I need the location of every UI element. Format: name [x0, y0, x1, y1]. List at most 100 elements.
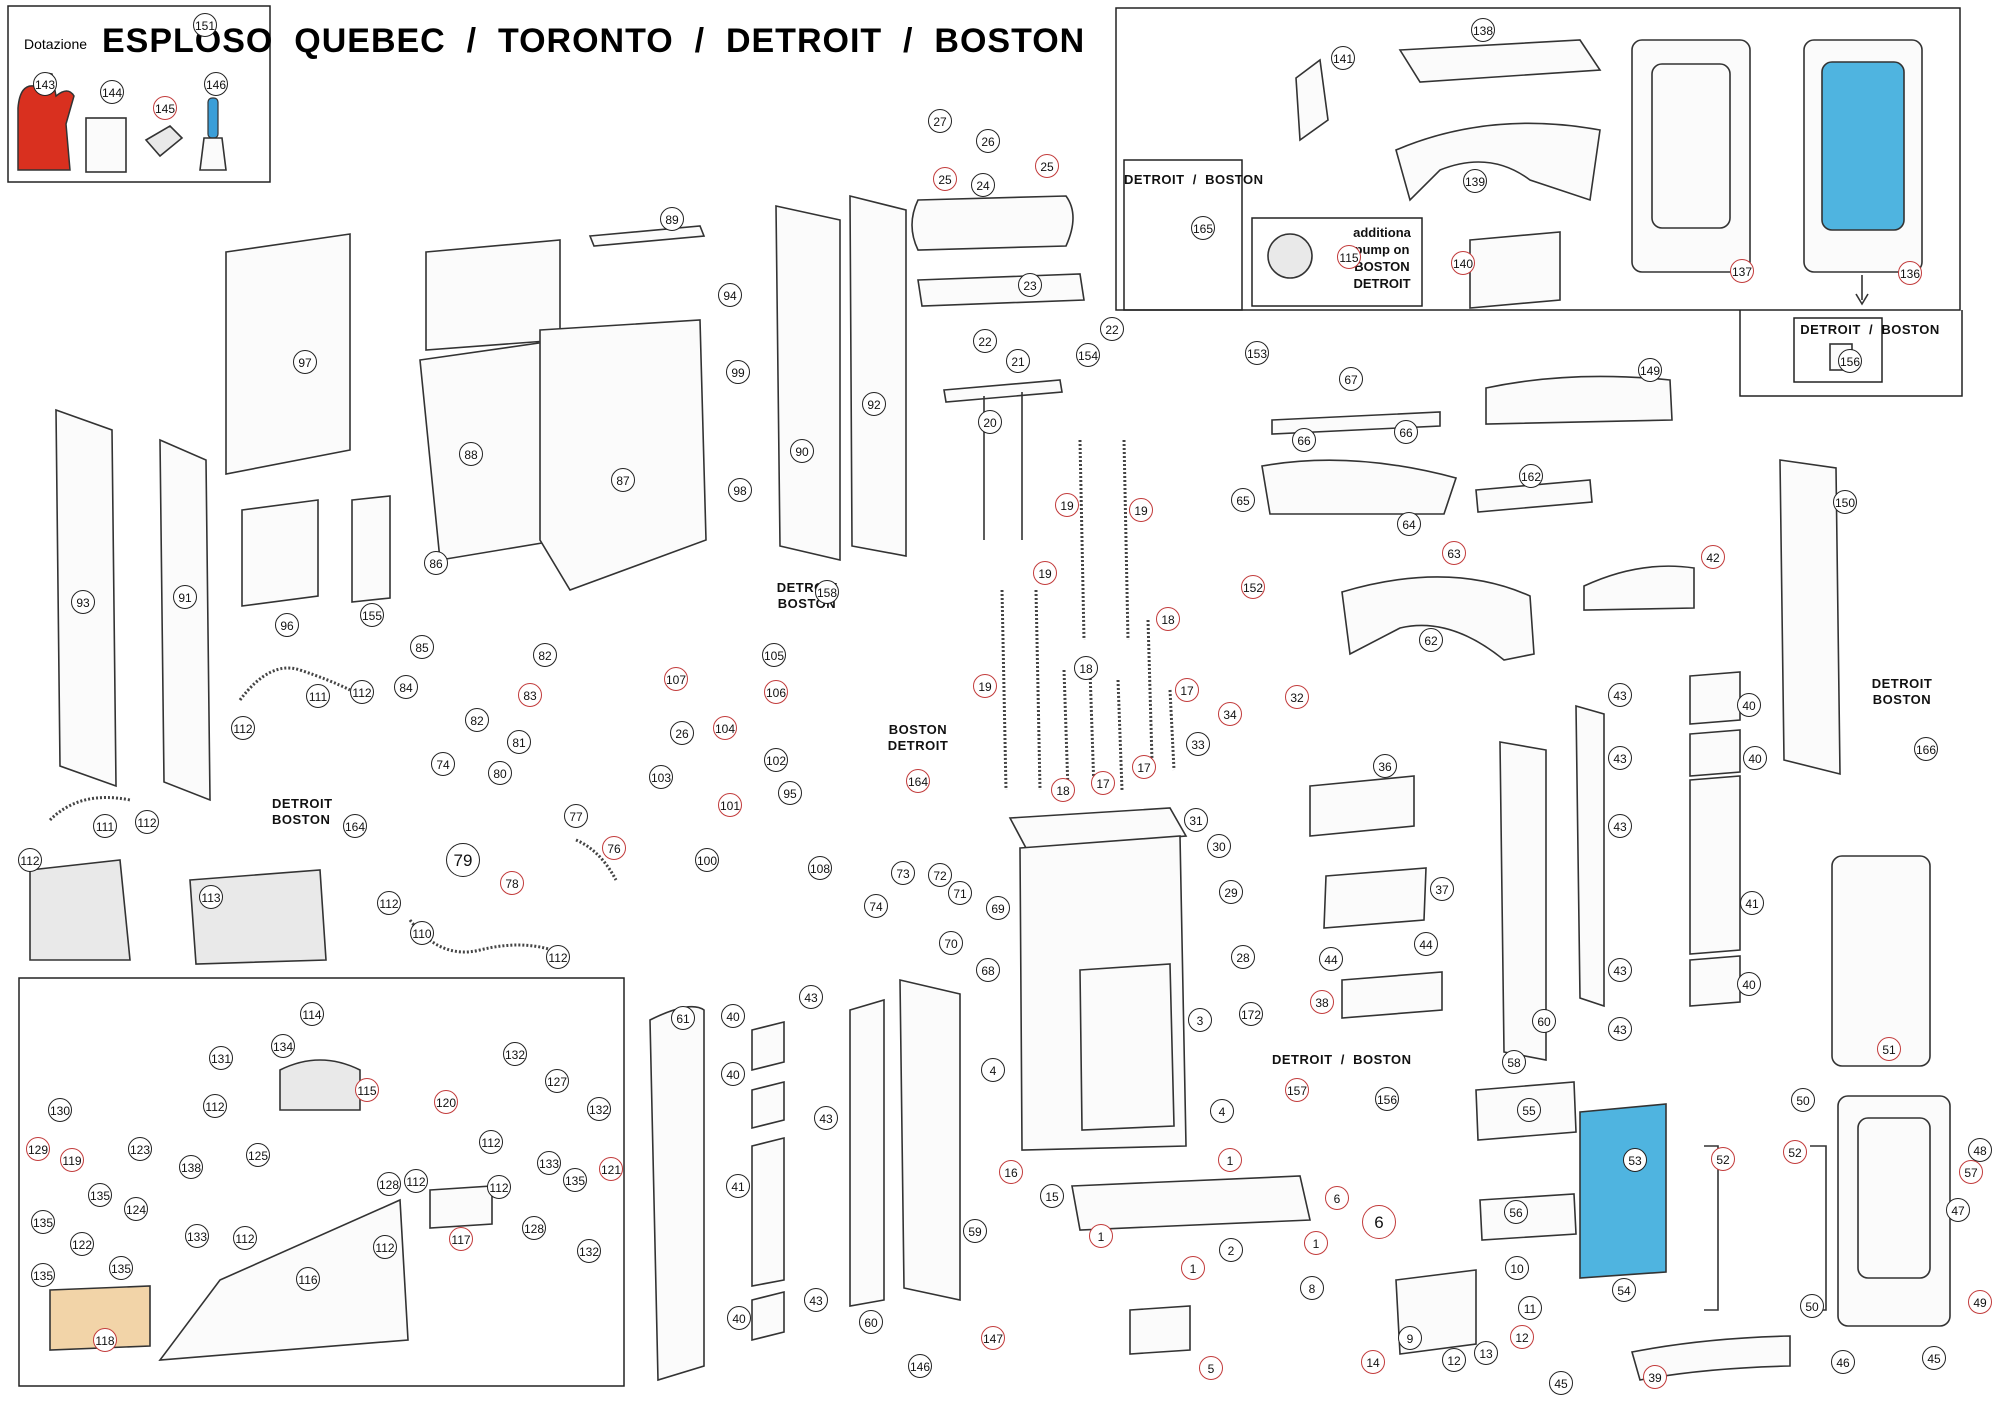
part-callout-112: 112 — [135, 810, 159, 834]
part-callout-6: 6 — [1325, 1186, 1349, 1210]
part-callout-28: 28 — [1231, 945, 1255, 969]
part-callout-146: 146 — [908, 1354, 932, 1378]
tag-detroit-boston-side: DETROIT / BOSTON — [1124, 172, 1264, 187]
part-callout-152: 152 — [1241, 575, 1265, 599]
part-callout-73: 73 — [891, 861, 915, 885]
part-callout-50: 50 — [1791, 1088, 1815, 1112]
part-callout-137: 137 — [1730, 259, 1754, 283]
part-callout-96: 96 — [275, 613, 299, 637]
scraper-handle-icon — [207, 97, 219, 139]
part-callout-16: 16 — [999, 1160, 1023, 1184]
part-callout-123: 123 — [128, 1137, 152, 1161]
part-callout-64: 64 — [1397, 512, 1421, 536]
part-callout-46: 46 — [1831, 1350, 1855, 1374]
part-callout-112: 112 — [231, 716, 255, 740]
manual-icon — [85, 117, 127, 173]
part-callout-112: 112 — [233, 1226, 257, 1250]
part-callout-40: 40 — [1737, 972, 1761, 996]
part-callout-105: 105 — [762, 643, 786, 667]
grille-89 — [588, 225, 706, 247]
part-callout-62: 62 — [1419, 628, 1443, 652]
part-callout-18: 18 — [1051, 778, 1075, 802]
part-callout-50: 50 — [1800, 1294, 1824, 1318]
part-callout-18: 18 — [1156, 607, 1180, 631]
part-callout-52: 52 — [1783, 1140, 1807, 1164]
part-callout-130: 130 — [48, 1098, 72, 1122]
part-callout-66: 66 — [1394, 420, 1418, 444]
pump-note: additiona pump on BOSTON DETROIT — [1353, 225, 1411, 291]
part-callout-40: 40 — [721, 1004, 745, 1028]
tag-detroit-boston-166: DETROIT BOSTON — [1871, 676, 1933, 707]
part-callout-38: 38 — [1310, 990, 1334, 1014]
part-callout-43: 43 — [804, 1288, 828, 1312]
part-callout-156: 156 — [1838, 349, 1862, 373]
part-callout-135: 135 — [88, 1183, 112, 1207]
part-callout-112: 112 — [350, 680, 374, 704]
part-callout-60: 60 — [1532, 1009, 1556, 1033]
page-title: ESPLOSO QUEBEC / TORONTO / DETROIT / BOS… — [102, 22, 1086, 60]
part-callout-114: 114 — [300, 1002, 324, 1026]
part-callout-71: 71 — [948, 881, 972, 905]
tag-detroit-boston-164: DETROIT BOSTON — [272, 796, 333, 827]
part-callout-112: 112 — [18, 848, 42, 872]
part-callout-69: 69 — [986, 896, 1010, 920]
part-callout-117: 117 — [449, 1227, 473, 1251]
top-cover-24 — [911, 195, 1074, 251]
part-callout-43: 43 — [799, 985, 823, 1009]
hopper-87 — [539, 319, 707, 591]
glass-51 — [1831, 855, 1931, 1067]
valve-block-113b — [189, 869, 327, 965]
part-callout-30: 30 — [1207, 834, 1231, 858]
part-callout-135: 135 — [31, 1263, 55, 1287]
part-callout-55: 55 — [1517, 1098, 1541, 1122]
part-callout-43: 43 — [1608, 958, 1632, 982]
part-callout-133: 133 — [537, 1151, 561, 1175]
part-callout-45: 45 — [1549, 1371, 1573, 1395]
part-callout-59: 59 — [963, 1219, 987, 1243]
part-callout-40: 40 — [721, 1062, 745, 1086]
part-callout-14: 14 — [1361, 1350, 1385, 1374]
part-callout-11: 11 — [1518, 1296, 1542, 1320]
part-callout-120: 120 — [434, 1090, 458, 1114]
part-callout-65: 65 — [1231, 488, 1255, 512]
valve-block-113a — [29, 859, 131, 961]
part-callout-162: 162 — [1519, 464, 1543, 488]
part-callout-128: 128 — [377, 1172, 401, 1196]
panel-92 — [849, 194, 907, 557]
part-callout-70: 70 — [939, 931, 963, 955]
pump-115 — [279, 1059, 361, 1111]
part-callout-26: 26 — [976, 129, 1000, 153]
part-callout-44: 44 — [1414, 932, 1438, 956]
part-callout-49: 49 — [1968, 1290, 1992, 1314]
part-callout-129: 129 — [26, 1137, 50, 1161]
part-callout-172: 172 — [1239, 1002, 1263, 1026]
part-callout-58: 58 — [1502, 1050, 1526, 1074]
part-callout-112: 112 — [373, 1235, 397, 1259]
part-callout-82: 82 — [533, 643, 557, 667]
part-callout-19: 19 — [1055, 493, 1079, 517]
part-callout-12: 12 — [1510, 1325, 1534, 1349]
panel-91 — [159, 438, 211, 802]
part-callout-77: 77 — [564, 804, 588, 828]
part-callout-33: 33 — [1186, 732, 1210, 756]
grid-155 — [351, 495, 391, 603]
part-callout-104: 104 — [713, 716, 737, 740]
part-callout-13: 13 — [1474, 1341, 1498, 1365]
part-callout-90: 90 — [790, 439, 814, 463]
panel-97 — [225, 233, 351, 475]
accessory-frame — [7, 5, 271, 183]
part-callout-1: 1 — [1218, 1148, 1242, 1172]
part-callout-157: 157 — [1285, 1078, 1309, 1102]
part-callout-98: 98 — [728, 478, 752, 502]
part-callout-131: 131 — [209, 1046, 233, 1070]
part-callout-112: 112 — [377, 891, 401, 915]
part-callout-97: 97 — [293, 350, 317, 374]
part-callout-51: 51 — [1877, 1037, 1901, 1061]
part-callout-25: 25 — [933, 167, 957, 191]
part-callout-119: 119 — [60, 1148, 84, 1172]
ash-tool-icon — [144, 124, 184, 158]
part-callout-158: 158 — [815, 580, 839, 604]
part-callout-135: 135 — [109, 1256, 133, 1280]
part-callout-72: 72 — [928, 863, 952, 887]
panel-60 — [849, 998, 885, 1307]
